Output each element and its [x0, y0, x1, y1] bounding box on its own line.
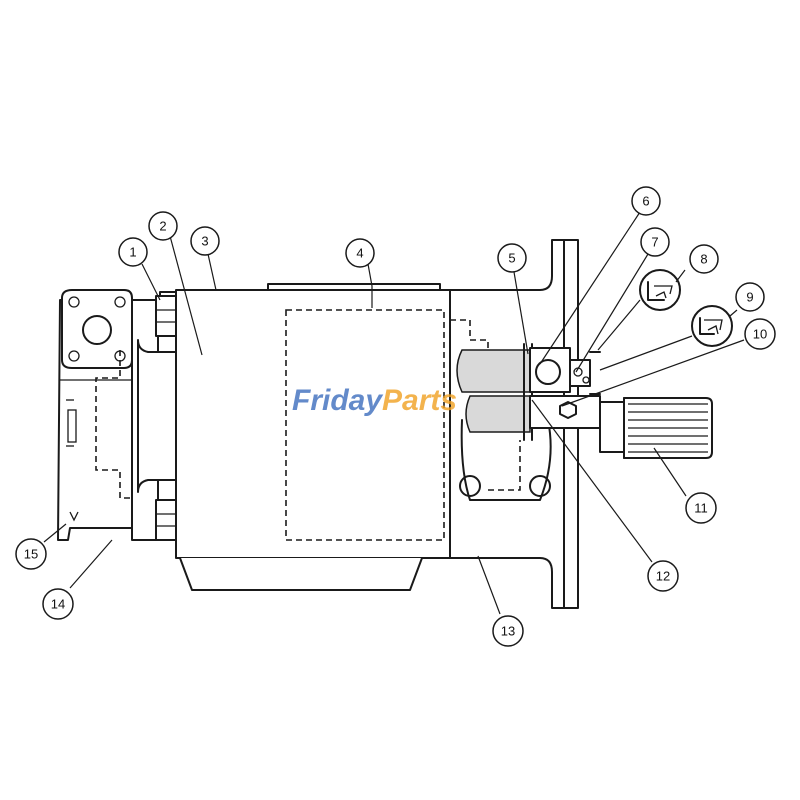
svg-text:15: 15 — [24, 547, 38, 562]
callout-11: 11 — [685, 492, 717, 524]
pump-housing — [175, 283, 451, 591]
svg-text:14: 14 — [51, 597, 65, 612]
callout-3: 3 — [190, 226, 220, 256]
callouts: 1 2 3 4 5 6 7 8 9 10 11 12 13 14 15 — [15, 186, 776, 647]
svg-text:11: 11 — [694, 501, 708, 516]
callout-5: 5 — [497, 243, 527, 273]
watermark-part2: Parts — [382, 384, 457, 417]
svg-text:8: 8 — [700, 252, 707, 267]
callout-15: 15 — [15, 538, 47, 570]
splined-shaft — [599, 397, 713, 459]
callout-7: 7 — [640, 227, 670, 257]
callout-2: 2 — [148, 211, 178, 241]
end-cover — [57, 289, 135, 541]
svg-text:7: 7 — [651, 235, 658, 250]
svg-text:10: 10 — [753, 327, 767, 342]
svg-text:13: 13 — [501, 624, 515, 639]
svg-text:2: 2 — [159, 219, 166, 234]
seal-detail-inset-8 — [639, 269, 681, 311]
watermark-logo: FridayParts — [292, 384, 457, 417]
watermark-part1: Friday — [292, 384, 383, 417]
leader-lines — [43, 211, 745, 615]
callout-8: 8 — [689, 244, 719, 274]
svg-text:9: 9 — [746, 290, 753, 305]
seal-detail-inset-9 — [691, 305, 733, 347]
svg-text:4: 4 — [356, 246, 363, 261]
callout-9: 9 — [735, 282, 765, 312]
callout-1: 1 — [118, 237, 148, 267]
callout-6: 6 — [631, 186, 661, 216]
svg-text:12: 12 — [656, 569, 670, 584]
callout-10: 10 — [744, 318, 776, 350]
svg-text:6: 6 — [642, 194, 649, 209]
callout-4: 4 — [345, 238, 375, 268]
svg-text:FridayParts: FridayParts — [292, 384, 457, 417]
svg-text:1: 1 — [129, 245, 136, 260]
callout-12: 12 — [647, 560, 679, 592]
svg-text:5: 5 — [508, 251, 515, 266]
callout-13: 13 — [492, 615, 524, 647]
shaft-cutaway — [456, 343, 601, 441]
callout-14: 14 — [42, 588, 74, 620]
svg-text:3: 3 — [201, 234, 208, 249]
port-body — [131, 291, 231, 541]
